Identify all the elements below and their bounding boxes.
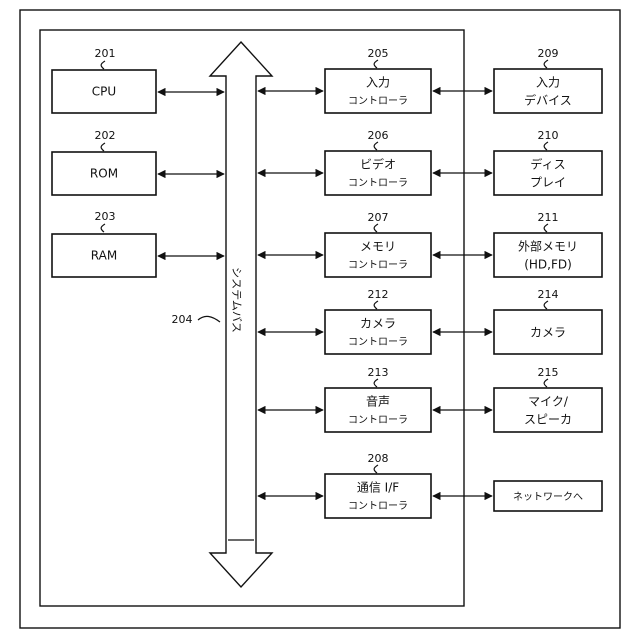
- row-comm-ctrl: 208 通信 I/F コントローラ ネットワークへ: [258, 452, 602, 518]
- input-device-sublabel: デバイス: [524, 93, 572, 108]
- rom-block: 202 ROM: [52, 129, 224, 195]
- ram-block: 203 RAM: [52, 210, 224, 277]
- camera-block: 214 カメラ: [494, 288, 602, 354]
- ref-203: 203: [95, 210, 116, 223]
- row-audio-ctrl: 213 音声コントローラ 215 マイク/スピーカ: [258, 366, 602, 432]
- network-block: ネットワークへ: [494, 481, 602, 511]
- video-ctrl-block: 206 ビデオコントローラ: [325, 129, 431, 195]
- mic-speaker-label: マイク/: [528, 395, 569, 409]
- display-sublabel: プレイ: [530, 176, 566, 190]
- ref-212: 212: [368, 288, 389, 301]
- ref-leader: [374, 301, 378, 309]
- controller-device-rows: 205入力コントローラ209入力デバイス206ビデオコントローラ210ディスプレ…: [258, 47, 602, 518]
- ref-202: 202: [95, 129, 116, 142]
- ref-210: 210: [538, 129, 559, 142]
- ref-leader: [544, 60, 548, 68]
- video-ctrl-label: ビデオ: [360, 157, 396, 172]
- left-blocks: 201 CPU 202 ROM 203 RAM: [52, 47, 224, 277]
- ref-213: 213: [368, 366, 389, 379]
- ram-label: RAM: [91, 249, 117, 263]
- ref-214: 214: [538, 288, 559, 301]
- ref-205: 205: [368, 47, 389, 60]
- memory-ctrl-label: メモリ: [360, 240, 396, 254]
- mic-speaker-sublabel: スピーカ: [524, 413, 572, 427]
- ref-leader: [544, 379, 548, 387]
- video-ctrl-sublabel: コントローラ: [348, 177, 408, 189]
- input-device-block: 209 入力デバイス: [494, 47, 602, 113]
- comm-ctrl-block: 208 通信 I/F コントローラ: [325, 452, 431, 518]
- ref-211: 211: [538, 211, 559, 224]
- ref-leader: [544, 224, 548, 232]
- ref-leader: [374, 379, 378, 387]
- cpu-block: 201 CPU: [52, 47, 224, 113]
- ref-206: 206: [368, 129, 389, 142]
- row-memory-ctrl: 207 メモリコントローラ 211 外部メモリ (HD,FD): [258, 211, 602, 277]
- input-ctrl-block: 205 入力コントローラ: [325, 47, 431, 113]
- input-ctrl-sublabel: コントローラ: [348, 95, 408, 107]
- row-input-ctrl: 205 入力コントローラ 209 入力デバイス: [258, 47, 602, 113]
- display-block: 210 ディスプレイ: [494, 129, 602, 195]
- input-ctrl-label: 入力: [366, 76, 390, 90]
- ref-leader: [374, 142, 378, 150]
- audio-ctrl-label: 音声: [366, 394, 390, 409]
- display-label: ディス: [530, 157, 565, 172]
- ref-leader: [374, 60, 378, 68]
- row-camera-ctrl: 212 カメラコントローラ 214 カメラ: [258, 288, 602, 354]
- audio-ctrl-block: 213 音声コントローラ: [325, 366, 431, 432]
- audio-ctrl-sublabel: コントローラ: [348, 414, 408, 426]
- comm-ctrl-sublabel: コントローラ: [348, 500, 408, 512]
- external-memory-sublabel: (HD,FD): [524, 258, 572, 272]
- ref-209: 209: [538, 47, 559, 60]
- row-video-ctrl: 206 ビデオコントローラ 210 ディスプレイ: [258, 129, 602, 195]
- ref-leader: [374, 224, 378, 232]
- camera-label: カメラ: [530, 326, 566, 340]
- system-bus: システムバス: [210, 42, 272, 587]
- input-device-label: 入力: [536, 76, 560, 90]
- camera-ctrl-sublabel: コントローラ: [348, 336, 408, 348]
- rom-label: ROM: [90, 167, 118, 181]
- cpu-label: CPU: [92, 85, 116, 99]
- camera-ctrl-label: カメラ: [360, 317, 396, 331]
- ref-207: 207: [368, 211, 389, 224]
- comm-ctrl-label: 通信 I/F: [357, 481, 399, 495]
- ref-208: 208: [368, 452, 389, 465]
- ref-201: 201: [95, 47, 116, 60]
- ref-215: 215: [538, 366, 559, 379]
- memory-ctrl-block: 207 メモリコントローラ: [325, 211, 431, 277]
- ref-leader: [544, 301, 548, 309]
- mic-speaker-block: 215 マイク/スピーカ: [494, 366, 602, 432]
- network-label: ネットワークへ: [513, 491, 583, 503]
- ref-leader: [374, 465, 378, 473]
- camera-ctrl-block: 212 カメラコントローラ: [325, 288, 431, 354]
- svg-text:204: 204: [172, 313, 193, 326]
- ref-204: 204: [172, 313, 221, 326]
- ref-leader: [544, 142, 548, 150]
- external-memory-label: 外部メモリ: [518, 239, 578, 254]
- system-bus-label: システムバス: [230, 267, 243, 333]
- external-memory-block: 211 外部メモリ (HD,FD): [494, 211, 602, 277]
- memory-ctrl-sublabel: コントローラ: [348, 259, 408, 271]
